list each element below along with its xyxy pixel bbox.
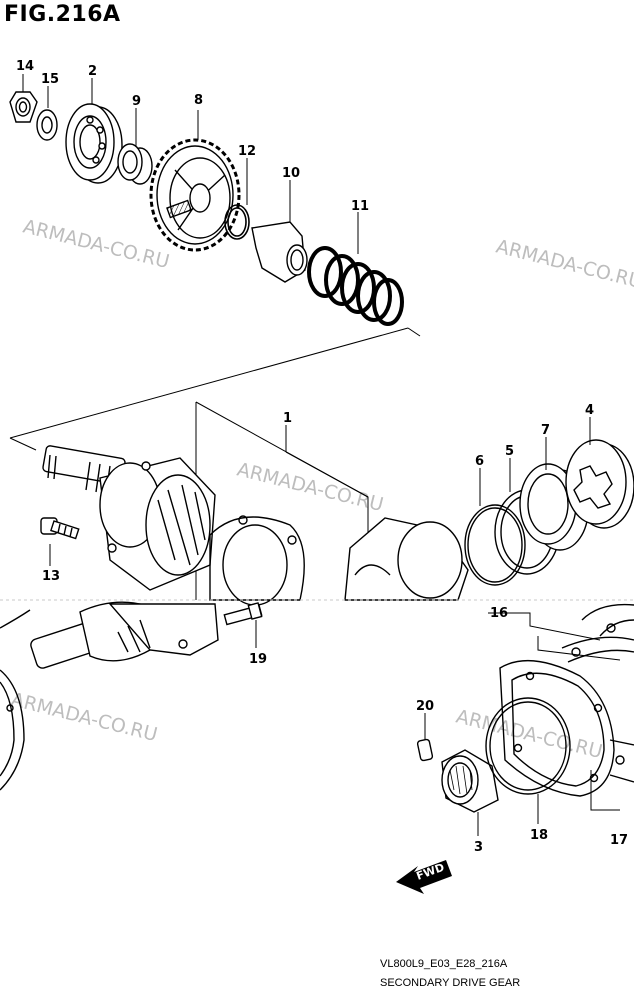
nut-14[interactable] (9, 91, 38, 123)
callout-9[interactable]: 9 (132, 94, 141, 109)
o-ring-18[interactable] (485, 697, 571, 795)
driven-gear-8[interactable] (149, 138, 241, 252)
bolt-13[interactable] (40, 517, 80, 540)
callout-5[interactable]: 5 (505, 444, 514, 459)
stud-19[interactable] (223, 602, 263, 626)
callout-7[interactable]: 7 (541, 423, 550, 438)
callout-10[interactable]: 10 (282, 166, 300, 181)
callout-4[interactable]: 4 (585, 403, 594, 418)
callout-13[interactable]: 13 (42, 569, 60, 584)
figure-title: FIG.216A (4, 2, 121, 27)
cam-10[interactable] (251, 221, 308, 283)
gear-assembly-1b[interactable] (344, 517, 469, 601)
gear-assembly-1[interactable] (42, 445, 216, 591)
watermark-3: ARMADA-CO.RU (235, 459, 386, 517)
needle-bearing-3[interactable] (441, 749, 499, 813)
watermark-2: ARMADA-CO.RU (494, 236, 634, 294)
callout-14[interactable]: 14 (16, 59, 34, 74)
gasket-left-partial[interactable] (0, 669, 25, 791)
gasket-mid[interactable] (209, 515, 305, 606)
callout-17[interactable]: 17 (610, 833, 628, 848)
dowel-pin-20[interactable] (416, 738, 434, 762)
callout-19[interactable]: 19 (249, 652, 267, 667)
o-ring-6[interactable] (464, 504, 526, 586)
leader-lines (22, 74, 591, 836)
drawing-code: VL800L9_E03_E28_216A (380, 958, 508, 970)
washer-15[interactable] (36, 109, 58, 141)
callouts: 14 15 2 9 8 12 10 11 1 13 6 5 7 4 16 19 … (16, 59, 628, 855)
callout-2[interactable]: 2 (88, 64, 97, 79)
callout-3[interactable]: 3 (474, 840, 483, 855)
callout-1[interactable]: 1 (283, 411, 292, 426)
callout-12[interactable]: 12 (238, 144, 256, 159)
callout-16[interactable]: 16 (490, 606, 508, 621)
watermark-4: ARMADA-CO.RU (9, 689, 160, 747)
circlip-12[interactable] (224, 204, 250, 240)
gasket-17[interactable] (499, 636, 634, 797)
callout-15[interactable]: 15 (41, 72, 59, 87)
spacer-9[interactable] (117, 143, 153, 185)
spring-11[interactable] (307, 246, 404, 326)
gear-shaft-lower[interactable] (29, 601, 219, 669)
watermark-5: ARMADA-CO.RU (454, 706, 605, 764)
retainer-4[interactable] (565, 439, 634, 529)
callout-6[interactable]: 6 (475, 454, 484, 469)
watermark-1: ARMADA-CO.RU (21, 216, 172, 274)
callout-18[interactable]: 18 (530, 828, 548, 843)
ball-bearing-2[interactable] (65, 103, 123, 184)
callout-20[interactable]: 20 (416, 699, 434, 714)
drawing-name: SECONDARY DRIVE GEAR (380, 977, 521, 989)
fwd-direction-marker: FWD (396, 860, 452, 894)
callout-8[interactable]: 8 (194, 93, 203, 108)
gasket-set-16[interactable] (0, 603, 634, 637)
callout-11[interactable]: 11 (351, 199, 369, 214)
